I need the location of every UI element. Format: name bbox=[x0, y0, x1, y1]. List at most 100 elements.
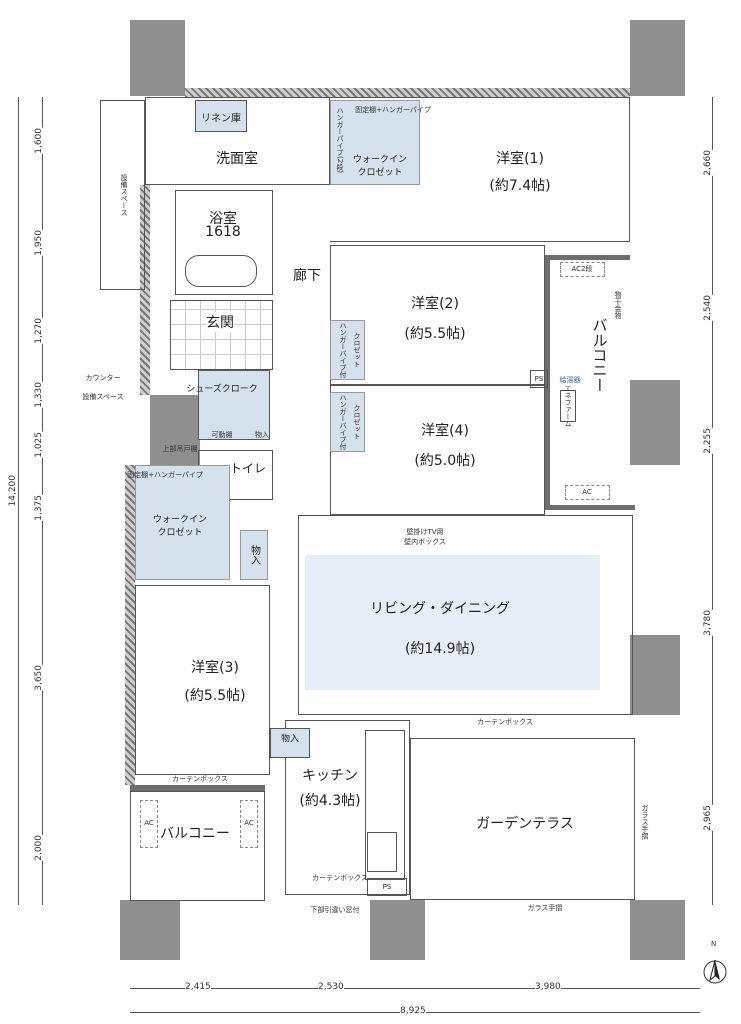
dim-left: 1,600 bbox=[34, 128, 44, 154]
dim-left: 3,650 bbox=[34, 665, 44, 691]
dim-right: 2,965 bbox=[703, 805, 713, 831]
garden-label: ガーデンテラス bbox=[476, 816, 574, 832]
pillar bbox=[630, 635, 680, 715]
dim-left: 1,375 bbox=[34, 495, 44, 521]
dim-total-height: 14,200 bbox=[8, 475, 18, 507]
water-heater-label: 給湯器 bbox=[559, 376, 581, 384]
wall bbox=[545, 255, 630, 260]
counter-label: カウンター bbox=[85, 374, 121, 382]
fixed-shelf-label: 固定棚+ハンガーパイプ bbox=[355, 106, 431, 114]
ac-unit bbox=[565, 485, 610, 500]
wall bbox=[545, 505, 635, 510]
storage-label: 物入 bbox=[255, 431, 269, 439]
dim-right: 3,780 bbox=[703, 610, 713, 636]
ps-shaft bbox=[367, 878, 407, 896]
living-highlight bbox=[305, 555, 600, 690]
ac-label: AC bbox=[582, 488, 592, 496]
laundry-label: 物干金物 bbox=[614, 291, 622, 319]
enefarm bbox=[560, 390, 576, 422]
dim-left: 1,950 bbox=[34, 230, 44, 256]
pillar bbox=[130, 20, 185, 96]
closet bbox=[330, 392, 365, 452]
walk-in-closet-top bbox=[330, 100, 420, 185]
dim-left: 1,025 bbox=[34, 432, 44, 458]
glass-rail-label: ガラス手摺 bbox=[641, 804, 649, 840]
toilet-label: トイレ bbox=[229, 461, 267, 476]
curtain-box-label: カーテンボックス bbox=[172, 775, 228, 783]
dim-bottom: 3,980 bbox=[535, 982, 561, 992]
stove-icon bbox=[367, 832, 397, 872]
shoes-label: シューズクローク bbox=[186, 384, 258, 395]
western-room-3 bbox=[135, 585, 270, 775]
western3-size: (約5.5帖) bbox=[184, 688, 246, 704]
dim-bottom: 2,530 bbox=[318, 982, 344, 992]
dim-right: 2,660 bbox=[703, 150, 713, 176]
kitchen-counter bbox=[365, 730, 405, 880]
storage-label: 物入 bbox=[248, 545, 260, 565]
ac-label: AC2段 bbox=[571, 265, 593, 273]
entrance bbox=[170, 300, 273, 370]
western1-size: (約7.4帖) bbox=[489, 178, 551, 194]
hanger-label: ハンガーパイプ付 bbox=[339, 394, 347, 450]
pillar bbox=[150, 395, 200, 465]
enefarm-label: エネファーム bbox=[564, 385, 572, 427]
ac-unit bbox=[140, 800, 158, 848]
kitchen-size: (約4.3帖) bbox=[299, 793, 361, 809]
balcony-left-label: バルコニー bbox=[160, 826, 230, 842]
dim-left: 1,330 bbox=[34, 382, 44, 408]
western4-size: (約5.0帖) bbox=[414, 453, 476, 469]
dim-left: 2,000 bbox=[34, 835, 44, 861]
pillar bbox=[120, 900, 180, 960]
bath-label: 浴室 bbox=[209, 211, 237, 227]
western1-label: 洋室(1) bbox=[496, 151, 544, 167]
fixed-shelf-label: 固定棚+ハンガーパイプ bbox=[127, 471, 203, 479]
north-arrow-icon bbox=[703, 959, 727, 984]
storage bbox=[240, 530, 268, 580]
wic-left-label: ウォークイン クロゼット bbox=[152, 515, 208, 538]
ac-label: AC bbox=[144, 819, 154, 827]
movable-shelf-label: 可動棚 bbox=[211, 431, 233, 439]
closet-label: クロゼット bbox=[353, 404, 361, 440]
dim-left: 1,270 bbox=[34, 318, 44, 344]
kitchen bbox=[285, 720, 410, 895]
entrance-label: 玄関 bbox=[206, 312, 234, 332]
balcony-left bbox=[130, 791, 265, 901]
western3-label: 洋室(3) bbox=[191, 660, 239, 676]
equipment-space-label: 設備スペース bbox=[120, 174, 128, 216]
western2-size: (約5.5帖) bbox=[404, 326, 466, 342]
hanger-label: ハンガーパイプ付 bbox=[339, 322, 347, 378]
bathtub-icon bbox=[185, 255, 257, 287]
exterior-wall bbox=[140, 185, 150, 395]
wall bbox=[130, 785, 265, 791]
western4-label: 洋室(4) bbox=[421, 423, 469, 439]
western-room-2 bbox=[330, 245, 545, 385]
ac-unit bbox=[240, 800, 258, 848]
linen-label: リネン庫 bbox=[201, 113, 241, 125]
storage-label: 物入 bbox=[280, 734, 300, 745]
kitchen-label: キッチン bbox=[302, 768, 358, 784]
balcony-right-label: バルコニー bbox=[590, 317, 609, 393]
exterior-wall bbox=[185, 88, 630, 97]
closet-label: クロゼット bbox=[353, 332, 361, 368]
glass-rail-label: ガラス手摺 bbox=[527, 904, 563, 912]
ps-shaft bbox=[530, 370, 548, 388]
tv-box-label: 壁掛けTV用 壁内ボックス bbox=[404, 528, 446, 546]
living-size: (約14.9帖) bbox=[404, 641, 476, 657]
ps-label: PS bbox=[534, 375, 544, 383]
exterior-wall bbox=[125, 465, 135, 785]
pillar bbox=[630, 380, 680, 465]
equipment-space-label: 設備スペース bbox=[82, 393, 124, 401]
north-label: N bbox=[711, 940, 717, 948]
washroom bbox=[145, 97, 330, 185]
ps-label: PS bbox=[382, 883, 392, 891]
pillar bbox=[630, 900, 685, 960]
ac-unit bbox=[560, 262, 605, 277]
bathroom bbox=[175, 190, 273, 295]
washroom-label: 洗面室 bbox=[216, 151, 258, 167]
wic-top-label: ウォークイン クロゼット bbox=[352, 155, 408, 178]
western-room-1 bbox=[330, 97, 630, 242]
upper-shelf-label: 上部吊戸棚 bbox=[162, 445, 198, 453]
pillar bbox=[370, 900, 425, 960]
dimension-line bbox=[712, 97, 713, 905]
